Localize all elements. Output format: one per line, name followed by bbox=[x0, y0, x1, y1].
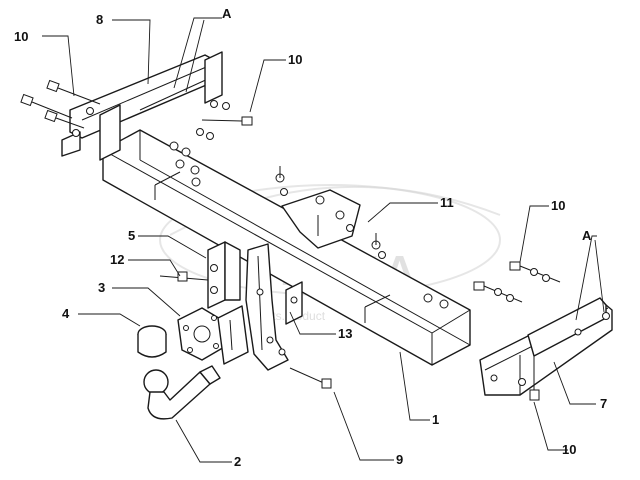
left-bolts bbox=[20, 79, 253, 187]
callout-4: 4 bbox=[62, 306, 70, 321]
callout-3: 3 bbox=[98, 280, 105, 295]
ball-mount-plate bbox=[177, 305, 249, 365]
callout-13: 13 bbox=[338, 326, 352, 341]
callout-10-right: 10 bbox=[551, 198, 565, 213]
callout-A-top: A bbox=[222, 6, 232, 21]
callout-8: 8 bbox=[96, 12, 103, 27]
callout-labels: 10 8 A 10 11 10 A 5 12 3 4 13 1 7 10 2 9 bbox=[14, 6, 607, 469]
callout-10-bottom-right: 10 bbox=[562, 442, 576, 457]
callout-7: 7 bbox=[600, 396, 607, 411]
left-side-bracket bbox=[61, 51, 223, 161]
ball-cap bbox=[137, 325, 167, 358]
callout-1: 1 bbox=[432, 412, 439, 427]
callout-12: 12 bbox=[110, 252, 124, 267]
central-bracket-9 bbox=[245, 243, 332, 389]
callout-A-right: A bbox=[582, 228, 592, 243]
callout-2: 2 bbox=[234, 454, 241, 469]
main-crossbar bbox=[102, 129, 471, 366]
right-side-bracket bbox=[479, 297, 613, 396]
callout-11: 11 bbox=[440, 195, 454, 210]
centre-mounting-plate bbox=[275, 166, 386, 259]
callout-10-top: 10 bbox=[288, 52, 302, 67]
tow-ball-arm bbox=[143, 365, 221, 420]
vertical-bracket-5 bbox=[159, 241, 241, 309]
callout-10-top-left: 10 bbox=[14, 29, 28, 44]
leader-lines bbox=[42, 17, 605, 463]
callout-9: 9 bbox=[396, 452, 403, 467]
callout-5: 5 bbox=[128, 228, 135, 243]
right-bolts bbox=[423, 261, 561, 401]
